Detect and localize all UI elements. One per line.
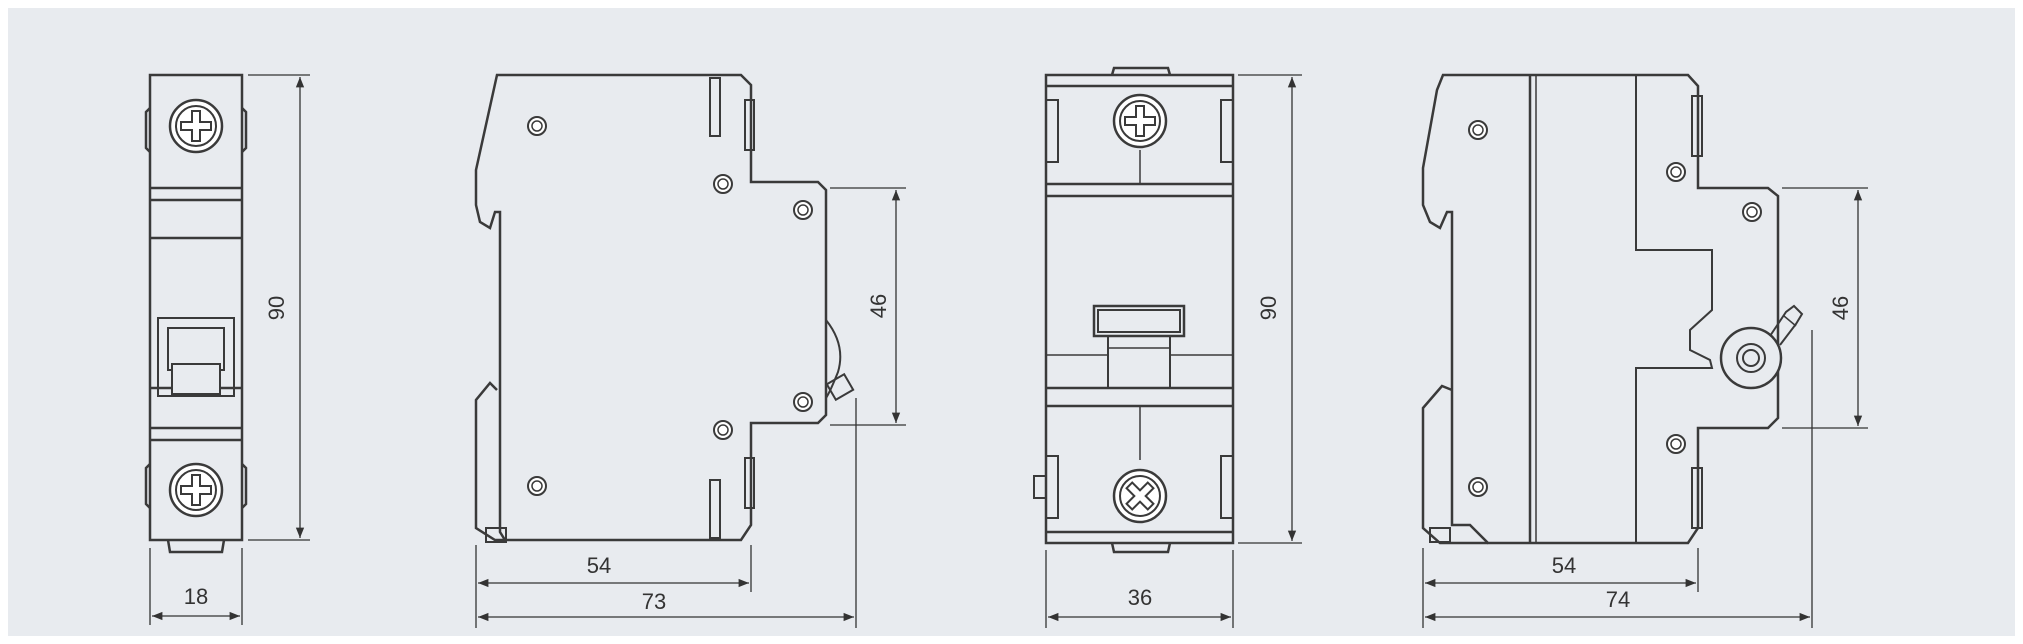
terminal-screw-bottom xyxy=(1112,468,1168,524)
depth-label-side-2p: 54 xyxy=(1552,553,1576,578)
terminal-screw-bottom xyxy=(168,462,224,518)
dimension-lines-front-2p xyxy=(1045,74,1302,628)
mounting-hole xyxy=(713,420,733,440)
overall-label-side-2p: 74 xyxy=(1606,587,1630,612)
side-view-1p xyxy=(474,73,855,543)
dimension-lines-side-2p xyxy=(1422,187,1868,628)
terminal-screw-top xyxy=(1112,93,1168,149)
overall-label-side-1p: 73 xyxy=(642,589,666,614)
front-view-2p xyxy=(1033,66,1235,554)
terminal-screw-top xyxy=(168,98,224,154)
width-label-front-2p: 36 xyxy=(1128,585,1152,610)
mounting-hole xyxy=(1468,477,1488,497)
dimension-lines-front-1p xyxy=(149,74,310,625)
dimension-lines-side-1p xyxy=(475,187,906,628)
mounting-hole xyxy=(713,174,733,194)
side-view-2p xyxy=(1421,73,1804,545)
height-label-side-1p: 46 xyxy=(866,294,891,318)
height-label-front-1p: 90 xyxy=(264,296,289,320)
height-label-front-2p: 90 xyxy=(1256,296,1281,320)
height-label-side-2p: 46 xyxy=(1828,296,1853,320)
mounting-hole xyxy=(1666,162,1686,182)
mounting-hole xyxy=(1468,120,1488,140)
mounting-hole xyxy=(1666,434,1686,454)
mounting-hole xyxy=(793,392,813,412)
mounting-hole xyxy=(527,476,547,496)
mounting-hole xyxy=(793,200,813,220)
mounting-hole xyxy=(527,116,547,136)
depth-label-side-1p: 54 xyxy=(587,553,611,578)
width-label-front-1p: 18 xyxy=(184,584,208,609)
mounting-hole xyxy=(1742,202,1762,222)
